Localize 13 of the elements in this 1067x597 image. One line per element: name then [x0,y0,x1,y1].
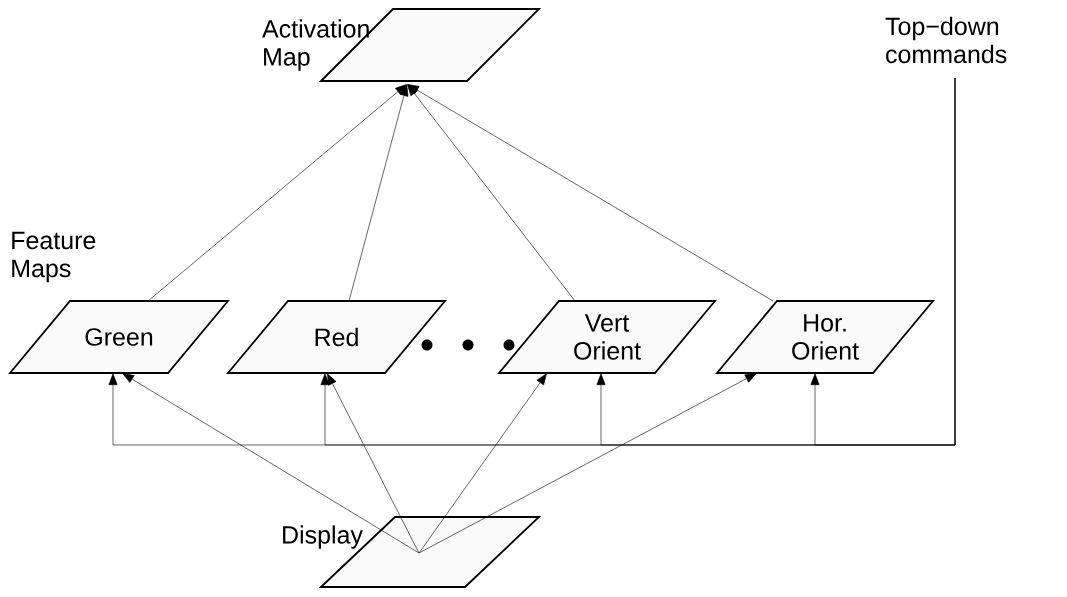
arrow [147,84,407,302]
arrow [348,84,409,302]
arrow [418,373,547,554]
arrow [407,84,774,302]
arrow [418,373,757,554]
map-parallelogram: Activation Map [262,8,542,82]
arrow [810,77,956,446]
node-label: Map [264,48,310,71]
arrow [407,84,576,302]
arrow [327,373,420,554]
map-parallelogram: Display [283,516,542,588]
arrow [122,373,420,554]
command-label: Top−down commands [885,16,1007,64]
